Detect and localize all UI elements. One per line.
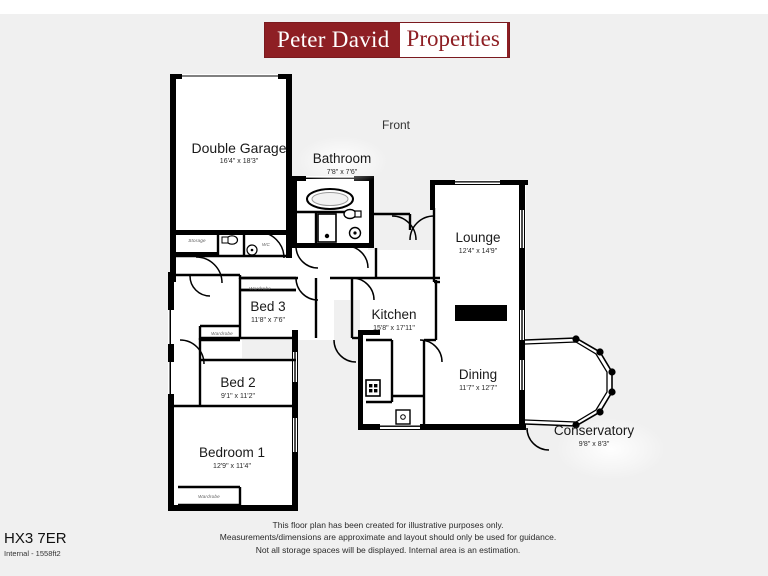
door-swings: [179, 215, 550, 451]
fixtures: [221, 188, 411, 425]
interior-walls: [174, 208, 440, 507]
logo-primary-text: Peter David: [277, 27, 390, 52]
room-label-bed-2: Bed 2 9'1" x 11'2": [220, 376, 255, 400]
disclaimer-line-2: Measurements/dimensions are approximate …: [219, 532, 557, 543]
room-dimensions: 9'8" x 8'3": [578, 440, 610, 448]
small-label-wardrobe-bed2: Wardrobe: [211, 331, 233, 336]
small-label-wardrobe-bedroom1: Wardrobe: [198, 494, 220, 499]
room-name: Bed 2: [220, 375, 256, 390]
room-name: Dining: [458, 367, 498, 382]
room-label-bathroom: Bathroom 7'8" x 7'6": [313, 152, 372, 176]
room-name: Bed 3: [250, 299, 286, 314]
agency-logo: Peter David Properties: [264, 22, 510, 58]
room-label-bed-3: Bed 3 11'8" x 7'6": [250, 300, 285, 324]
room-dimensions: 12'4" x 14'9": [458, 247, 498, 255]
room-dimensions: 9'1" x 11'2": [221, 392, 255, 400]
room-name: Kitchen: [371, 307, 417, 322]
room-name: Conservatory: [553, 423, 635, 438]
room-name: Bathroom: [312, 151, 372, 166]
room-name: Bedroom 1: [198, 445, 266, 460]
room-name: Lounge: [455, 230, 501, 245]
top-white-strip: [0, 0, 768, 14]
internal-area-text: Internal - 1558ft2: [4, 549, 61, 558]
room-name: Double Garage: [191, 140, 287, 156]
room-label-conservatory: Conservatory 9'8" x 8'3": [554, 424, 634, 448]
room-label-kitchen: Kitchen 15'8" x 17'11": [371, 308, 416, 332]
disclaimer-line-1: This floor plan has been created for ill…: [272, 520, 504, 530]
orientation-label-front: Front: [381, 118, 411, 132]
room-dimensions: 7'8" x 7'6": [326, 168, 358, 176]
room-dimensions: 12'9" x 11'4": [213, 462, 251, 470]
room-label-bedroom-1: Bedroom 1 12'9" x 11'4": [199, 446, 265, 470]
room-label-lounge: Lounge 12'4" x 14'9": [455, 231, 500, 255]
room-dimensions: 15'8" x 17'11": [373, 324, 415, 332]
small-label-wardrobe-bed3: Wardrobe: [249, 286, 271, 291]
room-dimensions: 16'4" x 18'3": [219, 158, 259, 165]
chimney-breast: [455, 305, 507, 321]
small-label-wc: WC: [261, 242, 271, 247]
small-label-storage: Storage: [188, 238, 206, 243]
room-dimensions: 11'8" x 7'6": [251, 316, 285, 324]
disclaimer-block: This floor plan has been created for ill…: [220, 519, 556, 556]
room-label-dining: Dining 11'7" x 12'7": [459, 368, 497, 392]
property-postcode: HX3 7ER: [4, 530, 67, 547]
room-dimensions: 11'7" x 12'7": [459, 384, 497, 392]
disclaimer-line-3: Not all storage spaces will be displayed…: [255, 544, 521, 555]
room-label-double-garage: Double Garage 16'4" x 18'3": [192, 141, 287, 165]
logo-secondary-text: Properties: [399, 23, 507, 57]
conservatory-structure: [524, 335, 616, 429]
